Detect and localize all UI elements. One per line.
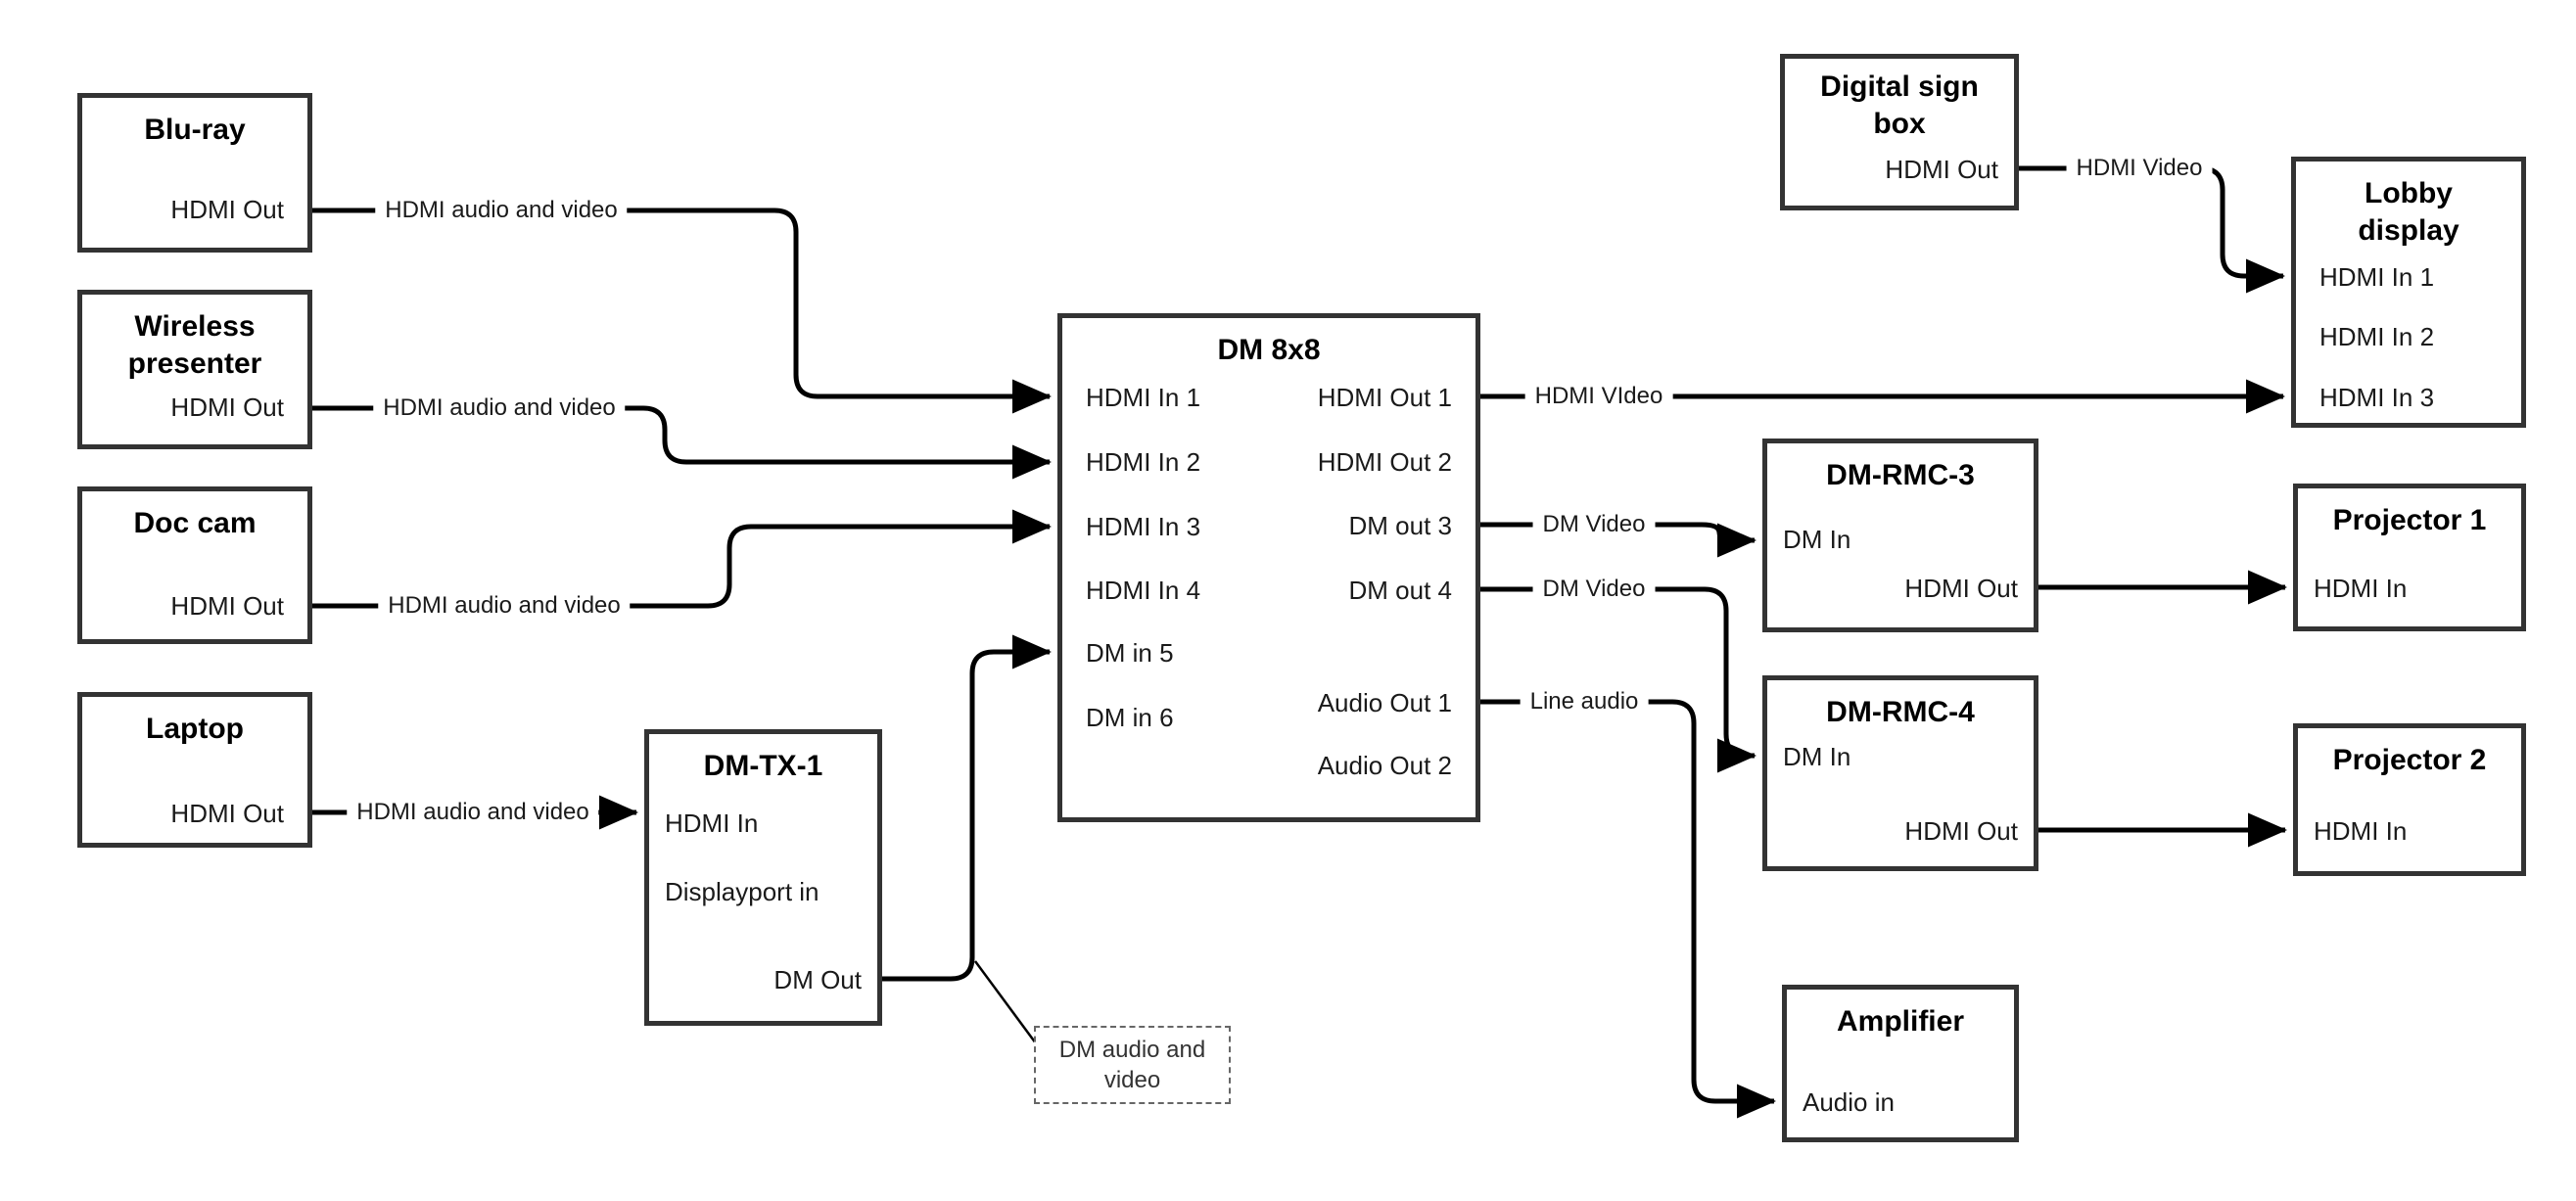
port-dmrmc4-hdmi-out: HDMI Out xyxy=(1904,816,2018,846)
port-dm8x8-hdmi-in-4: HDMI In 4 xyxy=(1086,576,1201,605)
wire-doccam-to-dm8x8-in3 xyxy=(312,509,1053,609)
port-dm8x8-hdmi-out-2: HDMI Out 2 xyxy=(1317,447,1452,477)
edge-label-hdmi-video-right: HDMI VIdeo xyxy=(1524,383,1673,410)
port-dm8x8-dm-in-5: DM in 5 xyxy=(1086,638,1174,668)
box-title: Laptop xyxy=(146,713,244,745)
box-title: DM-RMC-4 xyxy=(1826,696,1975,728)
port-lobby-hdmi-in-2: HDMI In 2 xyxy=(2319,322,2435,351)
device-box-dm-tx-1: DM-TX-1 HDMI In Displayport in DM Out xyxy=(644,729,882,1026)
box-title: Amplifier xyxy=(1836,1005,1965,1038)
device-box-digital-sign-box: Digital sign box HDMI Out xyxy=(1780,54,2019,210)
port-proj2-hdmi-in: HDMI In xyxy=(2314,816,2408,846)
port-bluray-hdmi-out: HDMI Out xyxy=(170,195,284,224)
port-dm8x8-audio-out-1: Audio Out 1 xyxy=(1317,688,1452,717)
box-title: DM-RMC-3 xyxy=(1826,459,1975,491)
port-lobby-hdmi-in-3: HDMI In 3 xyxy=(2319,383,2435,412)
edge-label-line-audio: Line audio xyxy=(1520,688,1649,716)
port-lobby-hdmi-in-1: HDMI In 1 xyxy=(2319,262,2435,292)
port-wireless-hdmi-out: HDMI Out xyxy=(170,393,284,422)
port-dm8x8-hdmi-in-1: HDMI In 1 xyxy=(1086,383,1201,412)
box-title: Blu-ray xyxy=(144,114,246,146)
edge-label-hdmi-audio-video-1: HDMI audio and video xyxy=(375,197,628,224)
device-box-dm-rmc-3: DM-RMC-3 DM In HDMI Out xyxy=(1762,439,2038,632)
device-box-projector-1: Projector 1 HDMI In xyxy=(2293,484,2526,631)
annotation-box: DM audio and video xyxy=(1034,1026,1231,1104)
edge-label-hdmi-audio-video-2: HDMI audio and video xyxy=(373,394,626,422)
port-dm8x8-audio-out-2: Audio Out 2 xyxy=(1317,751,1452,780)
device-box-laptop: Laptop HDMI Out xyxy=(77,692,312,848)
box-title: Projector 2 xyxy=(2332,744,2487,776)
wire-bluray-to-dm8x8-in1 xyxy=(312,208,1053,414)
port-dm8x8-hdmi-out-1: HDMI Out 1 xyxy=(1317,383,1452,412)
port-dmtx1-hdmi-in: HDMI In xyxy=(665,808,759,838)
box-title: DM 8x8 xyxy=(1217,334,1321,366)
edge-label-hdmi-audio-video-3: HDMI audio and video xyxy=(378,592,631,620)
wire-dm8x8-aout1-to-amp xyxy=(1480,699,1777,1119)
port-amp-audio-in: Audio in xyxy=(1803,1087,1895,1117)
box-title: Lobby display xyxy=(2358,177,2459,247)
device-box-amplifier: Amplifier Audio in xyxy=(1782,985,2019,1142)
wire-dmtx1-to-dm8x8-in5 xyxy=(882,634,1053,982)
device-box-dm-rmc-4: DM-RMC-4 DM In HDMI Out xyxy=(1762,675,2038,871)
box-title: Digital sign box xyxy=(1820,70,1979,140)
edge-label-hdmi-audio-video-4: HDMI audio and video xyxy=(347,799,599,826)
port-proj1-hdmi-in: HDMI In xyxy=(2314,574,2408,603)
device-box-wireless-presenter: Wireless presenter HDMI Out xyxy=(77,290,312,449)
device-box-bluray: Blu-ray HDMI Out xyxy=(77,93,312,253)
port-dmrmc4-dm-in: DM In xyxy=(1783,742,1851,771)
box-title: Doc cam xyxy=(133,507,257,539)
device-box-dm-8x8: DM 8x8 HDMI In 1 HDMI In 2 HDMI In 3 HDM… xyxy=(1057,313,1480,822)
port-dm8x8-dm-out-4: DM out 4 xyxy=(1348,576,1453,605)
edge-label-dm-video-1: DM Video xyxy=(1532,511,1656,538)
port-dm8x8-hdmi-in-2: HDMI In 2 xyxy=(1086,447,1201,477)
edge-label-dm-video-2: DM Video xyxy=(1532,576,1656,603)
wire-digisign-to-lobby-in1 xyxy=(2019,165,2286,294)
box-title: DM-TX-1 xyxy=(703,750,823,782)
port-doccam-hdmi-out: HDMI Out xyxy=(170,591,284,621)
edge-label-hdmi-video-top: HDMI Video xyxy=(2066,155,2213,182)
port-dm8x8-hdmi-in-3: HDMI In 3 xyxy=(1086,512,1201,541)
port-digisign-hdmi-out: HDMI Out xyxy=(1885,155,1998,184)
wire-wireless-to-dm8x8-in2 xyxy=(312,405,1053,480)
device-box-lobby-display: Lobby display HDMI In 1 HDMI In 2 HDMI I… xyxy=(2291,157,2526,428)
port-dmrmc3-hdmi-out: HDMI Out xyxy=(1904,574,2018,603)
wire-dm8x8-out4-to-dmrmc4 xyxy=(1480,586,1757,773)
port-dm8x8-dm-out-3: DM out 3 xyxy=(1348,511,1453,540)
box-title: Projector 1 xyxy=(2332,504,2487,536)
port-dmtx1-dm-out: DM Out xyxy=(773,965,862,994)
box-title: Wireless presenter xyxy=(127,310,262,380)
port-dmrmc3-dm-in: DM In xyxy=(1783,525,1851,554)
annotation-leader-line xyxy=(973,960,1038,1044)
port-dmtx1-displayport-in: Displayport in xyxy=(665,877,820,906)
device-box-doc-cam: Doc cam HDMI Out xyxy=(77,486,312,644)
wire-dm8x8-out3-to-dmrmc3 xyxy=(1480,522,1757,558)
port-laptop-hdmi-out: HDMI Out xyxy=(170,799,284,828)
port-dm8x8-dm-in-6: DM in 6 xyxy=(1086,703,1174,732)
device-box-projector-2: Projector 2 HDMI In xyxy=(2293,723,2526,876)
